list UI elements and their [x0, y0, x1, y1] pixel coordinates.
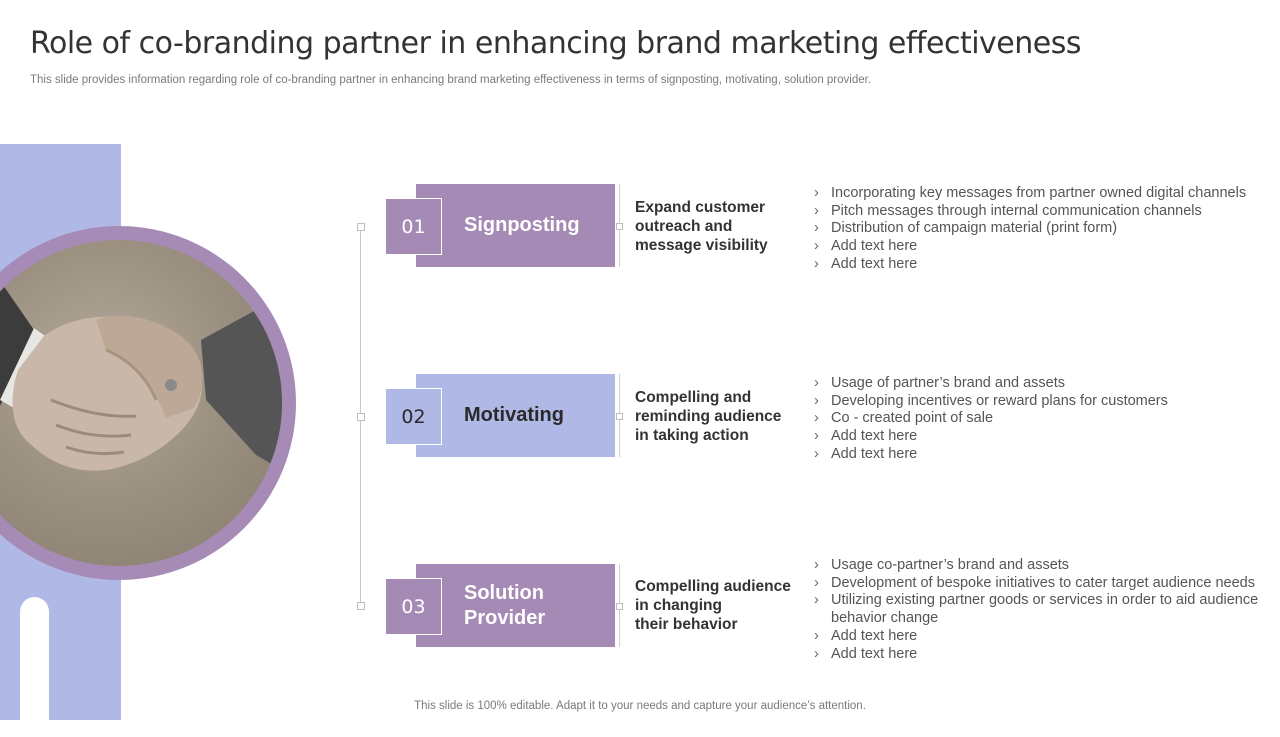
divider-node [616, 413, 623, 420]
row-label-box: Solution Provider [416, 564, 615, 647]
row-bullet-list: Incorporating key messages from partner … [814, 185, 1270, 274]
row-label-box: Motivating [416, 374, 615, 457]
row-bullet-list: Usage co-partner’s brand and assets Deve… [814, 557, 1270, 663]
bullet-item: Incorporating key messages from partner … [814, 185, 1270, 203]
divider-node [616, 603, 623, 610]
bullet-item: Co - created point of sale [814, 410, 1270, 428]
row-label-box: Signposting [416, 184, 615, 267]
handshake-photo [0, 240, 282, 566]
timeline-node [357, 223, 365, 231]
row-label: Motivating [464, 404, 564, 426]
row-number-badge: 02 [385, 388, 442, 445]
bullet-item: Developing incentives or reward plans fo… [814, 393, 1270, 411]
bullet-item: Usage co-partner’s brand and assets [814, 557, 1270, 575]
bullet-item: Add text here [814, 646, 1270, 664]
divider-node [616, 223, 623, 230]
row-number-badge: 01 [385, 198, 442, 255]
bullet-item: Development of bespoke initiatives to ca… [814, 575, 1270, 593]
bullet-item: Add text here [814, 256, 1270, 274]
bullet-item: Add text here [814, 446, 1270, 464]
row-description: Compelling audience in changing their be… [635, 578, 791, 633]
bullet-item: Add text here [814, 628, 1270, 646]
bullet-item: Add text here [814, 238, 1270, 256]
timeline-node [357, 413, 365, 421]
bullet-item: Distribution of campaign material (print… [814, 220, 1270, 238]
handshake-icon [0, 280, 282, 471]
slide-footer: This slide is 100% editable. Adapt it to… [414, 700, 866, 712]
row-label: Signposting [464, 214, 580, 236]
row-description: Expand customer outreach and message vis… [635, 199, 768, 254]
timeline-node [357, 602, 365, 610]
bullet-item: Usage of partner’s brand and assets [814, 375, 1270, 393]
row-label: Solution Provider [464, 581, 546, 629]
bullet-item: Pitch messages through internal communic… [814, 203, 1270, 221]
slide-subtitle: This slide provides information regardin… [30, 74, 872, 86]
row-bullet-list: Usage of partner’s brand and assets Deve… [814, 375, 1270, 464]
bullet-item: Add text here [814, 428, 1270, 446]
row-description: Compelling and reminding audience in tak… [635, 389, 782, 444]
row-number-badge: 03 [385, 578, 442, 635]
decor-pill [20, 597, 49, 737]
slide-title: Role of co-branding partner in enhancing… [30, 26, 1081, 61]
bullet-item: Utilizing existing partner goods or serv… [814, 592, 1270, 627]
